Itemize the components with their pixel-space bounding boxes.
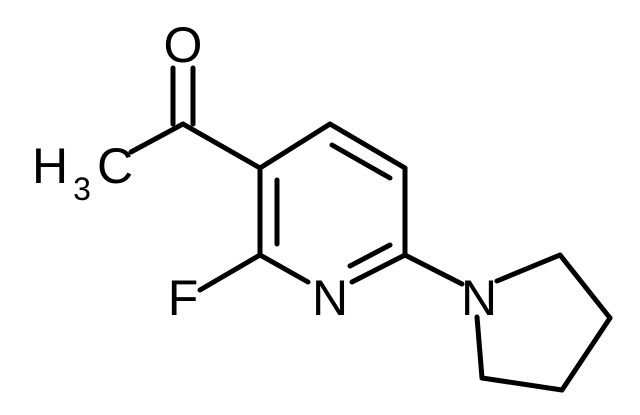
pyrrolidine-bond-c2-c3 <box>557 252 613 321</box>
pyrrolidine-nitrogen-label: N <box>461 270 497 326</box>
ring-bond-c6-n1 <box>349 252 408 285</box>
ring-nitrogen-label: N <box>312 270 348 326</box>
fluorine-bond <box>197 252 263 293</box>
ring-bond-c3-c4 <box>257 121 333 171</box>
pyrrolidine-link-bond <box>402 252 465 287</box>
ring-bond-c4-c5-inner <box>329 142 393 181</box>
pyrrolidine-bond-c4-c5 <box>479 375 565 393</box>
oxygen-label: O <box>164 17 203 73</box>
methyl-carbonyl-bond <box>128 121 186 155</box>
pyrrolidine-bond-n-c2 <box>494 252 563 284</box>
ring-bond-c4-c5 <box>327 121 408 171</box>
methyl-c-label: C <box>97 138 133 194</box>
methyl-subscript-label: 3 <box>73 171 91 207</box>
methyl-h-label: H <box>32 138 68 194</box>
pyrrolidine-bond-c3-c4 <box>559 315 613 393</box>
ring-bond-n1-c2 <box>257 252 311 285</box>
pyrrolidine-bond-c5-n <box>474 314 485 381</box>
fluorine-label: F <box>168 270 199 326</box>
carbonyl-ring-bond <box>180 121 263 171</box>
ring-bond-c6-n1-inner <box>347 242 393 269</box>
